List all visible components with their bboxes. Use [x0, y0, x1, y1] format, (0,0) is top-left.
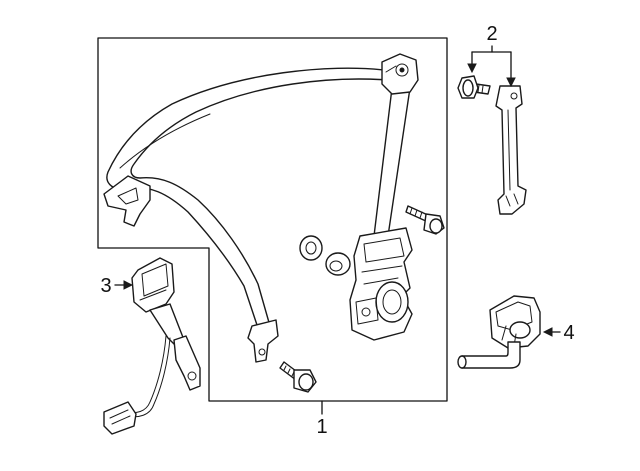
callout-2[interactable]: 2	[467, 23, 516, 88]
callout-4-label: 4	[563, 322, 574, 344]
part-1-seat-belt-assembly-icon[interactable]	[103, 53, 445, 393]
belt-webbing	[106, 67, 389, 329]
belt-fold	[119, 113, 211, 169]
pretensioner-tube	[461, 341, 521, 369]
assembly-frame	[97, 37, 448, 402]
lower-bolt-icon	[279, 361, 317, 393]
part-2-height-adjuster-icon[interactable]	[457, 75, 527, 215]
retractor-body	[349, 227, 413, 341]
callout-2-label: 2	[486, 23, 497, 45]
buckle-mount	[173, 335, 201, 391]
mounting-bolt-icon	[405, 205, 445, 235]
callout-3-label: 3	[100, 275, 111, 297]
buckle-wire	[125, 335, 167, 414]
cap-icon	[325, 252, 351, 276]
part-4-pretensioner-icon[interactable]	[457, 295, 541, 369]
washer-icon	[299, 235, 323, 261]
part-3-buckle-icon[interactable]	[103, 257, 201, 435]
belt-guide	[103, 175, 151, 227]
lower-anchor-plate	[247, 319, 279, 363]
buckle-connector-icon	[103, 401, 137, 435]
retractor-rail	[373, 87, 411, 237]
callout-1-label: 1	[316, 416, 327, 438]
callout-3[interactable]: 3	[100, 275, 134, 297]
buckle-head	[131, 257, 175, 313]
upper-guide	[381, 53, 419, 95]
callout-1[interactable]: 1	[316, 400, 328, 438]
adjuster-bolt-icon	[457, 75, 491, 99]
callout-4[interactable]: 4	[542, 322, 575, 344]
adjuster-rail	[495, 85, 527, 215]
